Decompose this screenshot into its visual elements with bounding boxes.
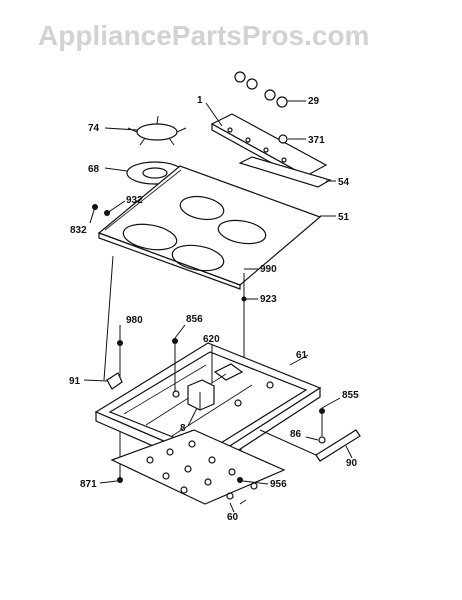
label-54: 54	[338, 177, 350, 188]
label-856: 856	[186, 314, 203, 325]
label-61: 61	[296, 350, 308, 361]
part-371	[278, 134, 306, 144]
trim-strip	[238, 156, 336, 188]
label-871: 871	[80, 479, 97, 490]
cooktop-main-top	[97, 165, 336, 290]
label-855: 855	[342, 390, 359, 401]
bracket-91	[83, 372, 123, 390]
label-91: 91	[69, 376, 81, 387]
watermark-text: AppliancePartsPros.com	[38, 20, 369, 51]
bottom-cover	[110, 429, 286, 513]
label-990: 990	[260, 264, 277, 275]
label-980: 980	[126, 315, 143, 326]
label-74: 74	[88, 123, 100, 134]
label-832: 832	[70, 225, 87, 236]
label-923: 923	[260, 294, 277, 305]
label-90: 90	[346, 458, 358, 469]
screw-856	[172, 324, 186, 392]
label-932: 932	[126, 195, 143, 206]
label-620: 620	[203, 334, 220, 345]
side-parts	[259, 397, 361, 462]
label-60: 60	[227, 512, 239, 523]
label-956: 956	[270, 479, 287, 490]
label-8: 8	[180, 423, 186, 434]
label-86: 86	[290, 429, 302, 440]
label-29: 29	[308, 96, 320, 107]
label-371: 371	[308, 135, 325, 146]
spark-module	[187, 345, 244, 427]
burner-grate	[104, 115, 187, 146]
control-knobs	[234, 71, 306, 108]
label-51: 51	[338, 212, 350, 223]
label-68: 68	[88, 164, 100, 175]
screws-932-832	[89, 200, 126, 224]
label-1: 1	[197, 95, 203, 106]
